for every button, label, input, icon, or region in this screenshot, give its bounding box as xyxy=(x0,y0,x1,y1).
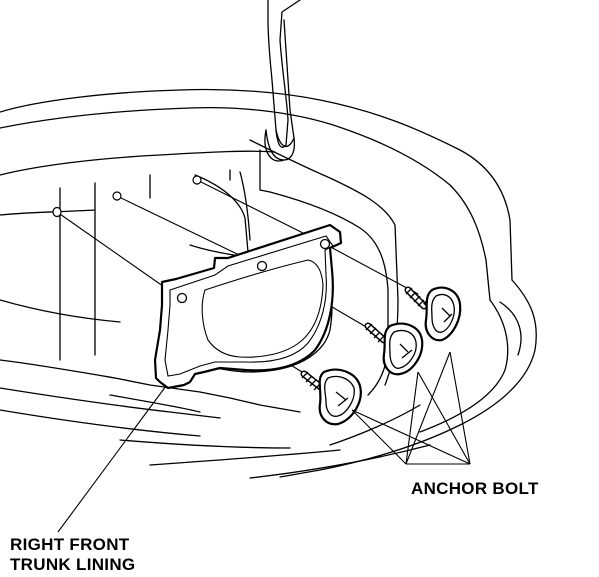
leader-anchor-bolt-upper xyxy=(405,351,451,465)
trunk-lining-label-line2: TRUNK LINING xyxy=(10,555,136,574)
trunk-lining-label-line1: RIGHT FRONT xyxy=(10,535,130,554)
trunk-lining-label: RIGHT FRONT TRUNK LINING xyxy=(10,535,135,575)
leader-anchor-bolt-middle-b xyxy=(417,371,471,465)
anchor-bolt-upper xyxy=(404,286,462,342)
trunk-floor-lines xyxy=(0,359,431,479)
leader-anchor-bolt-lower-b xyxy=(351,409,471,465)
anchor-bolt-lower xyxy=(300,368,362,426)
trunk-body-shell xyxy=(0,88,537,478)
trunk-inner-walls xyxy=(0,139,399,396)
callout-leaders xyxy=(57,351,471,533)
leader-anchor-bolt-upper-b xyxy=(449,351,471,465)
leader-anchor-bolt-lower xyxy=(351,409,407,465)
leader-anchor-bolt-middle xyxy=(405,371,419,465)
anchor-bolt-middle xyxy=(364,322,424,376)
leader-trunk-lining xyxy=(57,385,167,533)
anchor-bolt-label: ANCHOR BOLT xyxy=(411,479,539,498)
body-mounting-holes xyxy=(52,175,202,218)
hose-tube xyxy=(264,0,301,162)
right-front-trunk-lining-panel xyxy=(153,223,343,390)
